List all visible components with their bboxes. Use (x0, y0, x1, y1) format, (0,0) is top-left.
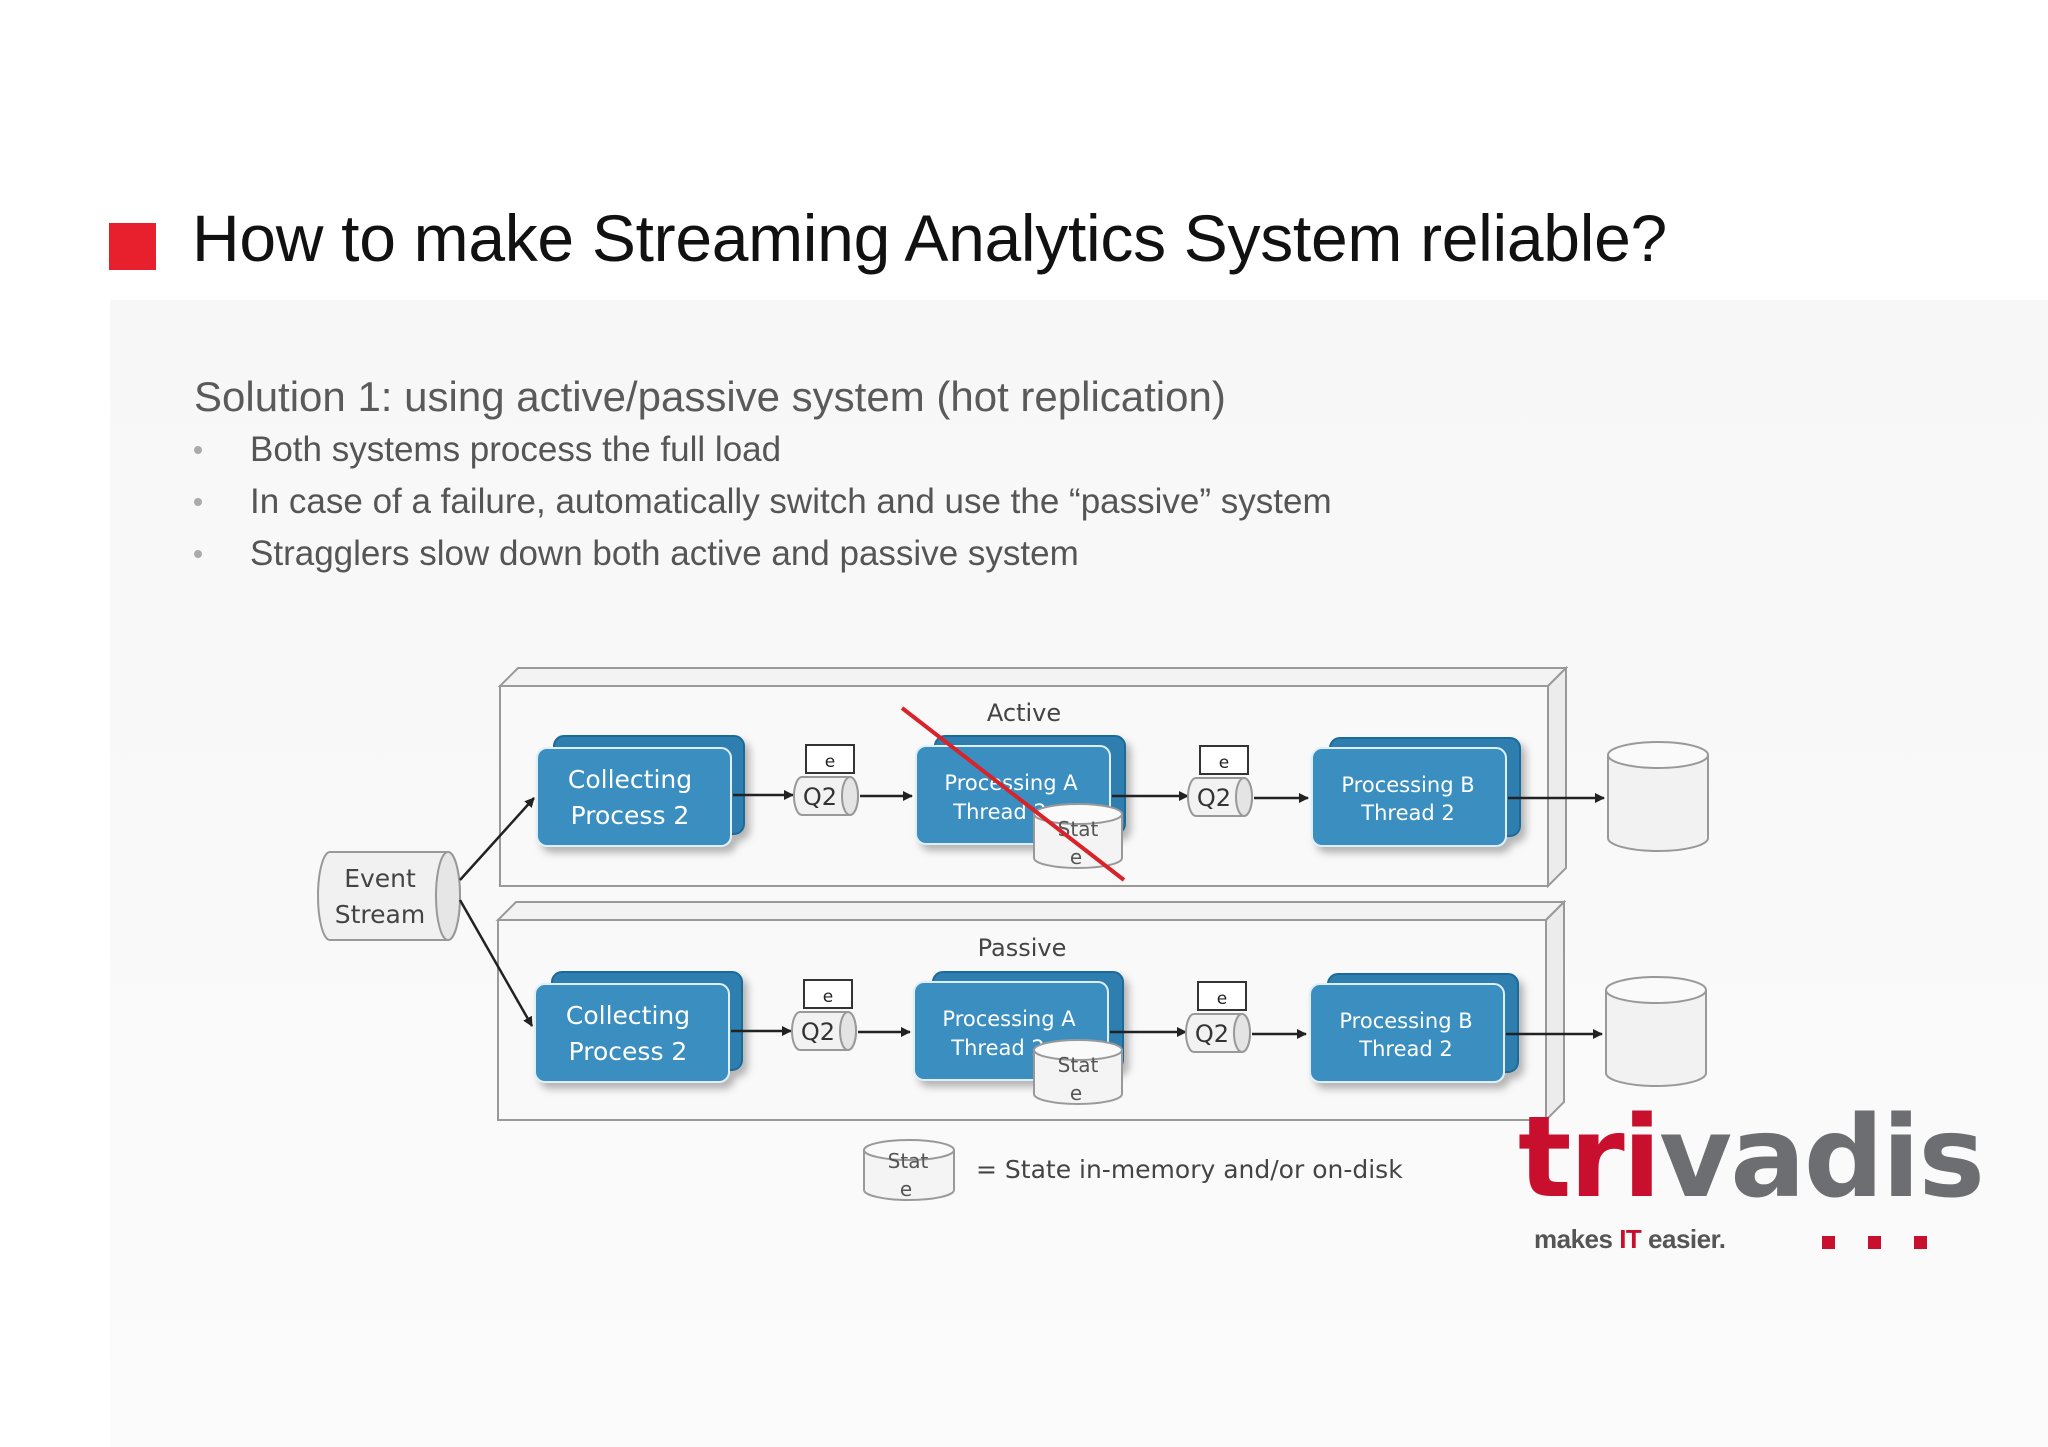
queue-cylinder: e Q2 (791, 979, 857, 1051)
state-label-line2: e (1070, 1081, 1082, 1105)
legend-state-label-line1: Stat (888, 1149, 929, 1173)
bullet-dot (194, 446, 202, 454)
processing-b-label-line2: Thread 2 (1360, 801, 1454, 825)
state-label-line1: Stat (1058, 817, 1099, 841)
arrow-to-active (459, 797, 535, 881)
output-sink-cylinder (1607, 741, 1709, 852)
processing-b-label-line1: Processing B (1341, 773, 1474, 797)
queue-cylinder: e Q2 (793, 744, 859, 816)
processing-a-label-line1: Processing A (942, 1007, 1076, 1031)
processing-b-box (1309, 973, 1519, 1083)
queue-event-tag: e (1217, 989, 1227, 1009)
queue-event-tag: e (825, 752, 835, 772)
processing-a-label-line2: Thread 2 (950, 1036, 1044, 1060)
queue-label: Q2 (1195, 1020, 1229, 1048)
logo-word-red: tri (1518, 1093, 1661, 1223)
collecting-process-box (534, 971, 743, 1083)
event-stream-label-line2: Stream (335, 900, 425, 929)
state-cylinder: Stat e (1033, 803, 1123, 869)
logo-dot (1868, 1236, 1881, 1249)
event-stream-label-line1: Event (344, 864, 416, 893)
failure-strike-line (900, 706, 1126, 882)
queue-event-tag: e (823, 987, 833, 1007)
processing-b-label-line2: Thread 2 (1358, 1037, 1452, 1061)
state-cylinder: Stat e (1033, 1039, 1123, 1105)
collecting-process-box (536, 735, 745, 847)
collecting-process-label-line1: Collecting (566, 1001, 690, 1030)
processing-b-label-line1: Processing B (1339, 1009, 1472, 1033)
bullet-text: Both systems process the full load (250, 430, 782, 469)
passive-lane-label: Passive (978, 934, 1067, 962)
trivadis-logo: trivadis (1518, 1102, 1985, 1214)
bullet-text: Stragglers slow down both active and pas… (250, 534, 1079, 573)
logo-tagline-pre: makes (1534, 1224, 1620, 1254)
logo-dot (1822, 1236, 1835, 1249)
collecting-process-label-line1: Collecting (568, 765, 692, 794)
queue-cylinder: e Q2 (1187, 745, 1253, 817)
event-stream-source: Event Stream (317, 851, 461, 941)
passive-lane: Collecting Process 2 e Q2 Processing A T… (534, 971, 1707, 1105)
slide-subtitle: Solution 1: using active/passive system … (194, 373, 1226, 420)
queue-cylinder: e Q2 (1185, 981, 1251, 1053)
queue-label: Q2 (801, 1018, 835, 1046)
slide-title: How to make Streaming Analytics System r… (192, 201, 1667, 275)
logo-dot (1914, 1236, 1927, 1249)
queue-label: Q2 (1197, 784, 1231, 812)
queue-event-tag: e (1219, 753, 1229, 773)
legend-text: = State in-memory and/or on-disk (976, 1155, 1403, 1184)
output-sink-cylinder (1605, 976, 1707, 1087)
title-marker (109, 223, 156, 270)
logo-word-grey: vadis (1659, 1093, 1985, 1223)
logo-tagline-it: IT (1619, 1224, 1642, 1254)
bullet-dot (194, 498, 202, 506)
collecting-process-label-line2: Process 2 (571, 801, 690, 830)
legend-state-cylinder: Stat e (863, 1139, 955, 1201)
active-lane: Collecting Process 2 e Q2 Processing A T… (536, 706, 1709, 882)
collecting-process-label-line2: Process 2 (569, 1037, 688, 1066)
processing-a-label-line2: Thread 2 (952, 800, 1046, 824)
state-label-line1: Stat (1058, 1053, 1099, 1077)
queue-label: Q2 (803, 783, 837, 811)
arrow-to-passive (458, 899, 534, 1027)
active-lane-label: Active (987, 699, 1061, 727)
legend: Stat e = State in-memory and/or on-disk (863, 1139, 1403, 1201)
processing-b-box (1311, 737, 1521, 847)
bullet-text: In case of a failure, automatically swit… (250, 482, 1332, 521)
bullet-dot (194, 550, 202, 558)
logo-tagline: makes IT easier. (1534, 1224, 1726, 1255)
state-label-line2: e (1070, 845, 1082, 869)
logo-tagline-post: easier. (1641, 1224, 1726, 1254)
legend-state-label-line2: e (900, 1177, 912, 1201)
